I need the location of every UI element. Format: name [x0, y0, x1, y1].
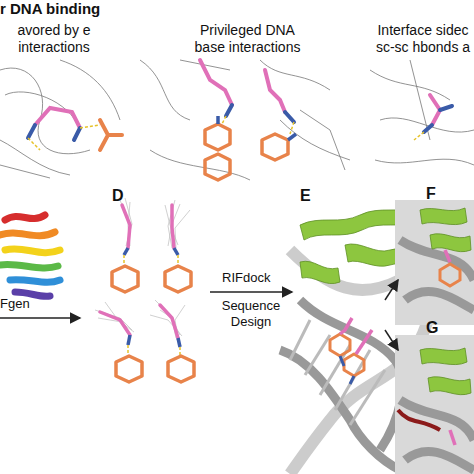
- panel-heading: Interface sidec sc-sc hbonds a: [372, 22, 474, 56]
- step-label: RIFdock: [222, 270, 270, 286]
- panel-letter: E: [300, 186, 311, 205]
- panel-heading: avored by e interactions: [2, 22, 106, 56]
- panel-title: r DNA binding: [0, 0, 100, 18]
- step-label: Fgen: [0, 296, 30, 312]
- panel-letter: F: [426, 184, 436, 203]
- panel-letter: D: [112, 186, 124, 205]
- panel-letter: G: [426, 318, 438, 337]
- panel-heading: Privileged DNA base interactions: [185, 22, 310, 56]
- step-label: Sequence Design: [212, 298, 290, 329]
